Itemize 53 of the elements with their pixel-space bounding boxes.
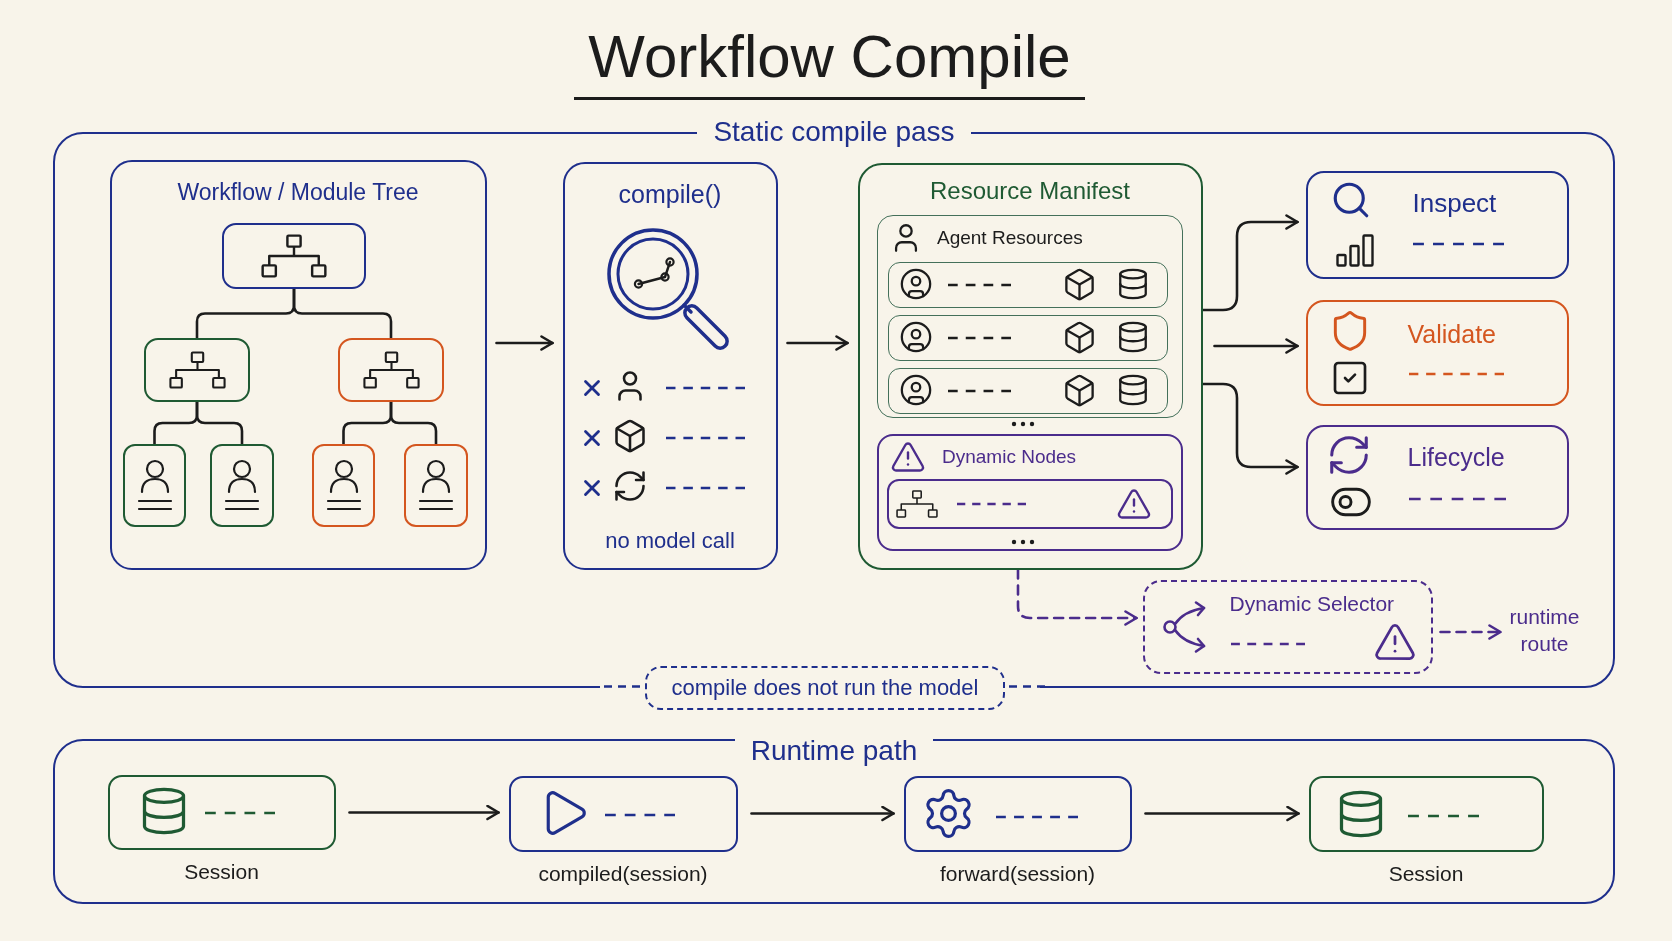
dashed-arrow <box>1016 568 1138 626</box>
box-title: Agent Resources <box>937 226 1083 250</box>
arrow <box>786 335 849 351</box>
box-title: Dynamic Selector <box>1229 590 1395 617</box>
box-title: Workflow / Module Tree <box>177 177 419 207</box>
box-title: Resource Manifest <box>929 175 1131 206</box>
output-box <box>1305 170 1569 279</box>
box-caption: compiled(session) <box>538 860 708 887</box>
dynamic-node-row <box>887 479 1173 529</box>
sub-panel <box>877 215 1183 418</box>
leaf-card <box>123 444 186 527</box>
box-title: Inspect <box>1412 186 1497 219</box>
box-title: Validate <box>1407 318 1496 350</box>
connector-line <box>292 287 393 340</box>
resource-row <box>887 314 1168 361</box>
step-box <box>107 774 336 850</box>
manifest-panel <box>857 162 1203 570</box>
box-title: compile() <box>618 178 722 209</box>
process-box <box>562 161 778 570</box>
arrow <box>495 335 554 351</box>
text-label: runtime route <box>1506 602 1583 657</box>
dashed-selector-box <box>1142 579 1433 674</box>
leaf-card <box>210 444 274 527</box>
step-box <box>903 775 1132 852</box>
resource-row <box>887 367 1168 414</box>
step-box <box>508 775 738 852</box>
arrow <box>1201 382 1299 475</box>
callout-text: compile does not run the model <box>671 674 979 702</box>
box-title: Dynamic Nodes <box>942 445 1077 469</box>
output-box <box>1305 424 1569 530</box>
box-caption: forward(session) <box>939 860 1096 887</box>
output-box <box>1305 299 1569 406</box>
callout-box <box>645 666 1005 710</box>
step-box <box>1308 775 1544 852</box>
arrow <box>1144 805 1300 822</box>
sub-panel <box>877 434 1183 551</box>
diagram-title: Workflow Compile <box>574 25 1085 100</box>
arrow <box>1201 214 1299 312</box>
arrow <box>1213 338 1299 354</box>
arrow <box>348 804 500 821</box>
box-caption: Session <box>1388 860 1464 887</box>
box-note: no model call <box>605 526 735 555</box>
tree-node-box <box>144 338 250 402</box>
resource-row <box>887 261 1168 308</box>
leaf-card <box>404 444 468 527</box>
tree-node-box <box>222 223 366 289</box>
box-title: Lifecycle <box>1407 441 1505 473</box>
arrow <box>750 805 895 822</box>
tree-node-box <box>338 338 444 402</box>
box-caption: Session <box>184 858 259 885</box>
group-box <box>109 159 487 570</box>
dashed-arrow <box>1439 624 1502 640</box>
leaf-card <box>312 444 375 527</box>
